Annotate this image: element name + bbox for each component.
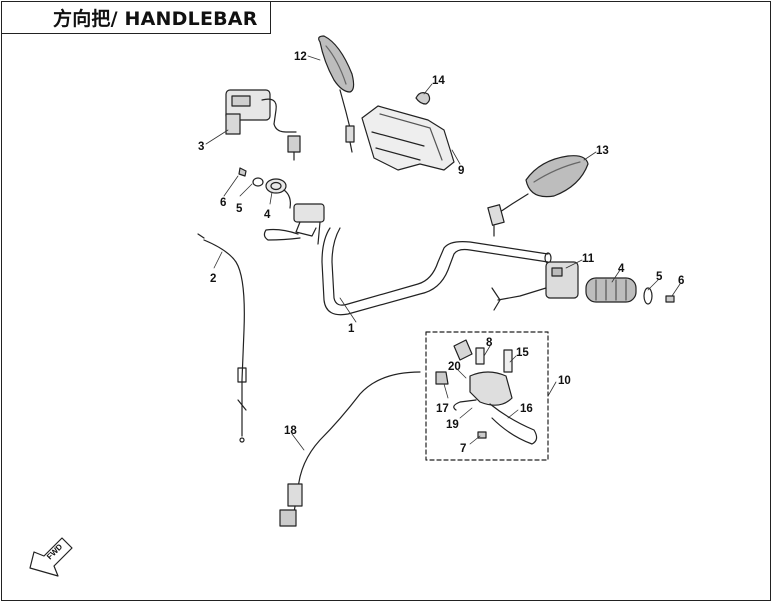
callout-11: 11 xyxy=(582,253,595,265)
callout-18: 18 xyxy=(284,425,297,437)
handlebar-tube xyxy=(321,227,552,316)
callout-3: 3 xyxy=(198,141,204,153)
right-mirror xyxy=(487,155,589,237)
callout-13: 13 xyxy=(596,145,609,157)
callout-20: 20 xyxy=(448,361,461,373)
clutch-cable xyxy=(197,233,247,443)
right-grip xyxy=(585,277,637,303)
right-switch-housing xyxy=(491,261,579,311)
left-washer xyxy=(252,177,264,187)
callout-12: 12 xyxy=(294,51,307,63)
callout-10: 10 xyxy=(558,375,571,387)
left-mirror xyxy=(318,35,355,153)
callout-4-left: 4 xyxy=(264,209,271,221)
right-bolt xyxy=(665,295,675,303)
leader-lines xyxy=(205,55,681,451)
callout-15: 15 xyxy=(516,347,529,359)
diagram-title: 方向把/ HANDLEBAR xyxy=(53,7,258,30)
brake-lever-assembly xyxy=(435,339,538,445)
left-control-switch xyxy=(263,203,325,245)
callout-14: 14 xyxy=(432,75,445,87)
callout-17: 17 xyxy=(436,403,449,415)
left-grip-bush xyxy=(265,178,291,209)
callout-16: 16 xyxy=(520,403,533,415)
callout-19: 19 xyxy=(446,419,459,431)
callout-labels: 1 2 3 4 5 6 12 14 9 13 11 4 5 6 10 8 15 … xyxy=(198,51,684,455)
callout-5-left: 5 xyxy=(236,203,243,215)
left-bolt xyxy=(238,167,247,177)
title-box: 方向把/ HANDLEBAR xyxy=(1,1,271,34)
callout-6-left: 6 xyxy=(220,197,226,209)
callout-9: 9 xyxy=(458,165,464,177)
master-cylinder xyxy=(225,89,301,161)
callout-1: 1 xyxy=(348,323,355,335)
cap xyxy=(415,92,431,105)
brake-hose xyxy=(279,371,421,527)
callout-5-right: 5 xyxy=(656,271,663,283)
callout-8: 8 xyxy=(486,337,493,349)
callout-7: 7 xyxy=(460,443,466,455)
fwd-arrow-icon: FWD xyxy=(29,537,73,577)
callout-6-right: 6 xyxy=(678,275,684,287)
hand-cover xyxy=(361,105,455,171)
callout-2: 2 xyxy=(210,273,216,285)
right-washer xyxy=(643,287,653,305)
callout-4-right: 4 xyxy=(618,263,625,275)
